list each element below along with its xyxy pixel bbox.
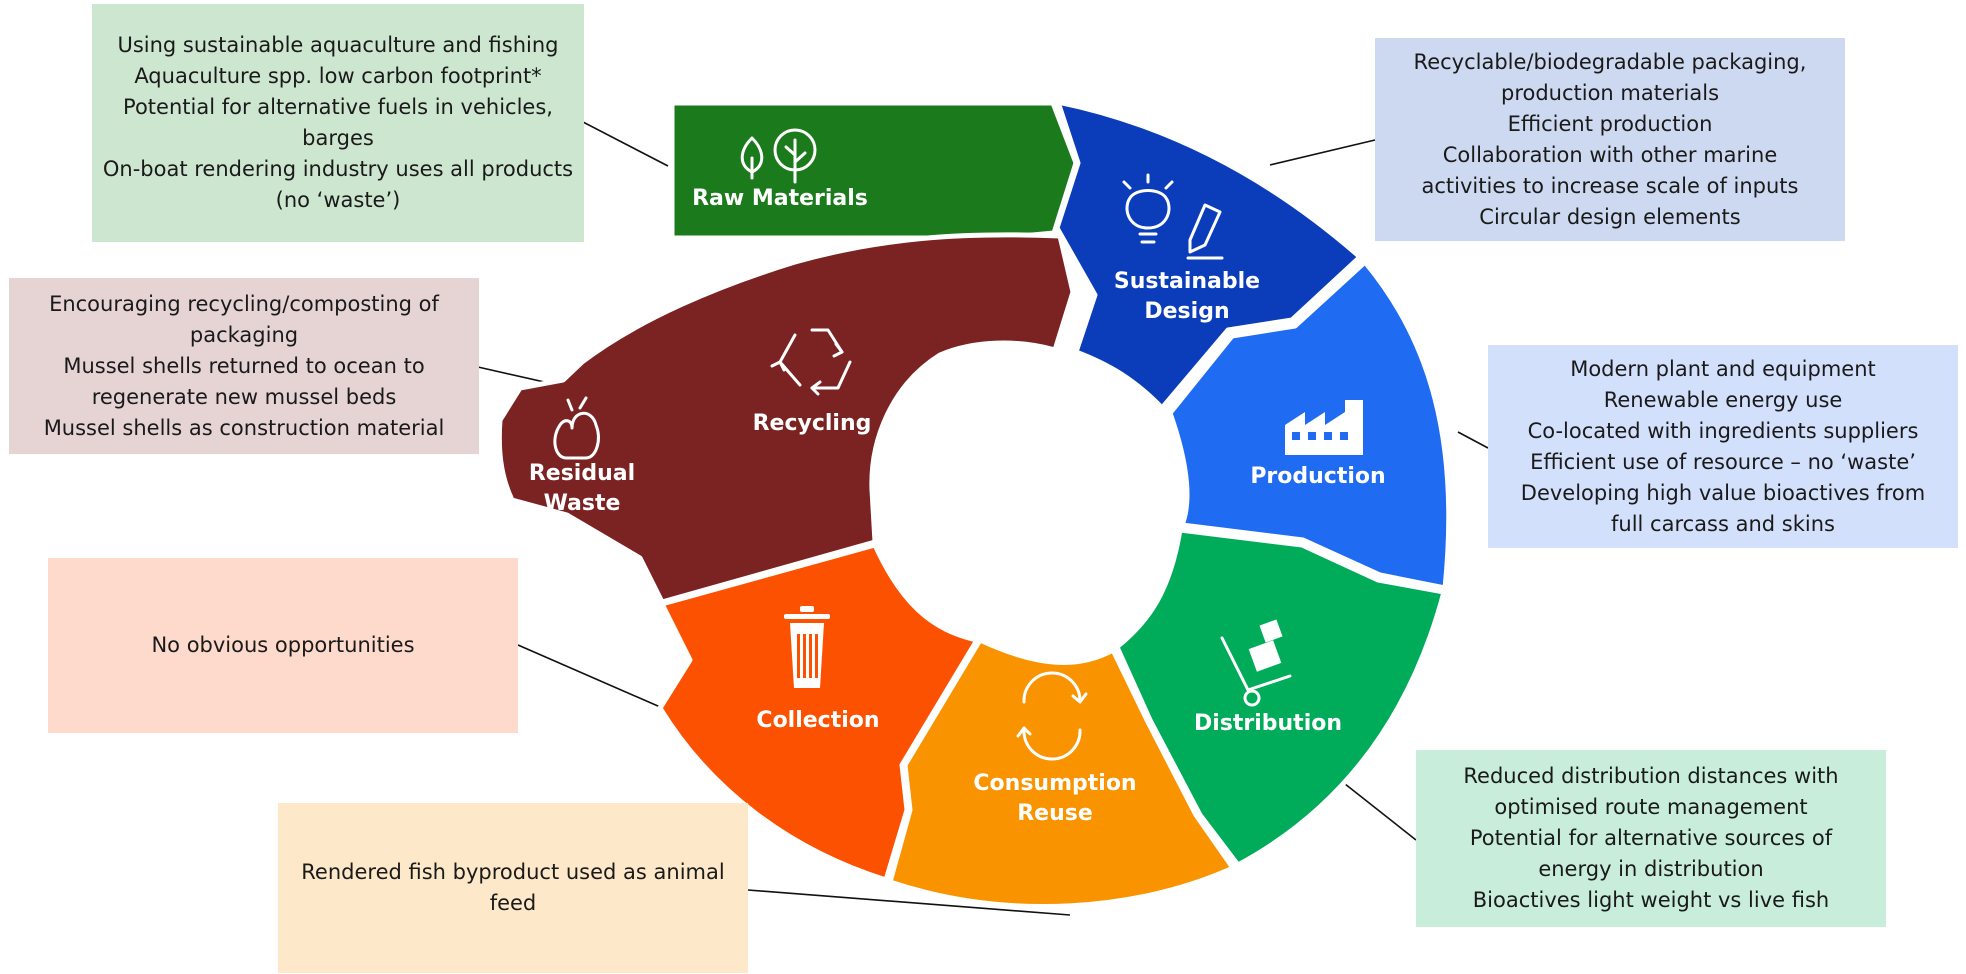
note-line: Renewable energy use <box>1603 387 1843 412</box>
leaf-tree-icon <box>740 128 817 184</box>
note-line: On-boat rendering industry uses all prod… <box>102 157 574 181</box>
note-collection: No obvious opportunities <box>48 558 518 733</box>
note-sustainable-design: Recyclable/biodegradable packaging, produ… <box>1375 38 1845 241</box>
note-line: Rendered fish byproduct used as animal <box>301 860 725 884</box>
note-line: Circular design elements <box>1479 204 1741 229</box>
note-line: feed <box>489 891 537 915</box>
note-line: Efficient production <box>1507 111 1713 136</box>
note-line: Developing high value bioactives from <box>1520 480 1926 505</box>
note-raw-materials: Using sustainable aquaculture and fishin… <box>92 4 584 242</box>
boxes-icon <box>1248 619 1283 672</box>
segment-consumption-reuse <box>887 637 1236 910</box>
note-line: Using sustainable aquaculture and fishin… <box>117 33 559 57</box>
note-line: full carcass and skins <box>1611 511 1835 536</box>
segment-recycling-residual-waste <box>496 232 1076 605</box>
trash-bin-icon <box>784 606 830 688</box>
note-line: Mussel shells as construction material <box>43 415 445 440</box>
segment-label-residual-waste: Waste <box>544 491 621 516</box>
note-line: regenerate new mussel beds <box>91 384 397 409</box>
note-line: production materials <box>1500 80 1720 105</box>
segment-label-residual-waste: Residual <box>529 461 635 486</box>
factory-icon <box>1285 400 1363 455</box>
note-distribution: Reduced distribution distances with optim… <box>1416 750 1886 927</box>
note-line: energy in distribution <box>1538 857 1764 881</box>
segment-label-recycling: Recycling <box>753 411 872 436</box>
note-line: optimised route management <box>1494 795 1808 819</box>
connector-distribution <box>1339 779 1417 841</box>
note-line: Bioactives light weight vs live fish <box>1472 888 1830 912</box>
note-line: Encouraging recycling/composting of <box>49 291 439 316</box>
segment-label-sustainable-design: Sustainable <box>1114 269 1260 294</box>
segment-label-sustainable-design: Design <box>1144 299 1229 324</box>
segment-collection <box>657 542 980 883</box>
connector-production <box>1457 431 1489 449</box>
note-line: Mussel shells returned to ocean to <box>63 353 425 378</box>
cycle-arrows-icon <box>1016 671 1088 761</box>
note-line: Collaboration with other marine <box>1442 142 1778 167</box>
recycle-icon <box>770 328 852 396</box>
segment-raw-materials <box>669 100 1079 241</box>
segment-label-raw-materials: Raw Materials <box>692 186 868 211</box>
note-line: No obvious opportunities <box>151 633 415 657</box>
note-line: Recyclable/biodegradable packaging, <box>1413 49 1807 74</box>
segment-label-production: Production <box>1250 464 1385 489</box>
note-line: Potential for alternative fuels in vehic… <box>123 95 553 119</box>
connector-raw-materials <box>582 121 669 167</box>
note-line: packaging <box>189 322 299 347</box>
connector-consumption-reuse <box>747 889 1071 916</box>
segment-label-consumption-reuse: Consumption <box>973 771 1136 796</box>
note-line: Co-located with ingredients suppliers <box>1527 418 1919 443</box>
connector-sustainable-design <box>1269 139 1376 166</box>
segment-distribution <box>1114 527 1447 868</box>
note-line: Efficient use of resource – no ‘waste’ <box>1530 449 1916 474</box>
lightbulb-pencil-icon <box>1122 173 1224 260</box>
segment-label-distribution: Distribution <box>1194 711 1342 736</box>
note-line: (no ‘waste’) <box>275 188 401 212</box>
note-line: barges <box>302 126 374 150</box>
note-line: Potential for alternative sources of <box>1469 826 1833 850</box>
note-line: activities to increase scale of inputs <box>1421 173 1799 198</box>
hand-truck-icon <box>1220 636 1292 707</box>
segment-label-consumption-reuse: Reuse <box>1017 801 1093 826</box>
segment-sustainable-design <box>1054 99 1363 411</box>
segment-label-collection: Collection <box>756 708 879 733</box>
note-line: Reduced distribution distances with <box>1463 764 1839 788</box>
note-line: Aquaculture spp. low carbon footprint* <box>134 64 542 88</box>
note-consumption-reuse: Rendered fish byproduct used as animal fe… <box>278 803 748 973</box>
note-recycling: Encouraging recycling/composting of packa… <box>9 278 479 454</box>
waste-bag-icon <box>553 396 600 460</box>
note-line: Modern plant and equipment <box>1570 356 1876 381</box>
